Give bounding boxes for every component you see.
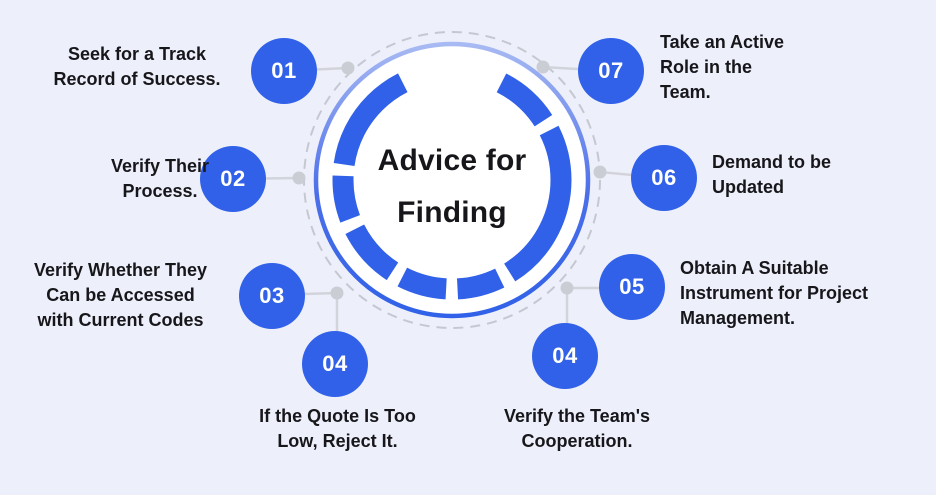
step-text-02: Verify Their Process. [110, 156, 210, 202]
step-text-04-left: If the Quote Is Too Low, Reject It. [259, 406, 416, 452]
step-text-06: Demand to be Updated [712, 152, 832, 198]
step-badge-03: 03 [239, 263, 305, 329]
inner-blue-ring [313, 41, 591, 319]
step-text-07: Take an Active Role in the Team. [660, 32, 785, 103]
connector-dot-05 [560, 281, 574, 295]
connector-dot-02 [292, 171, 306, 185]
step-badge-01: 01 [251, 38, 317, 104]
central-rings-graphic [303, 31, 601, 329]
step-badge-06: 06 [631, 145, 697, 211]
center-title: Advice for Finding [352, 132, 552, 242]
step-text-05: Obtain A Suitable Instrument for Project… [680, 258, 869, 329]
step-badge-07: 07 [578, 38, 644, 104]
step-badge-05: 05 [599, 254, 665, 320]
center-title-line1: Advice for [377, 144, 527, 178]
center-title-line2: Finding [397, 196, 507, 229]
step-text-04-right: Verify the Team's Cooperation. [503, 406, 650, 452]
step-text-03: Verify Whether They Can be Accessed with… [33, 260, 208, 331]
connector-dot-01 [341, 61, 355, 75]
connector-dot-06 [593, 165, 607, 179]
connector-dot-07 [536, 60, 550, 74]
step-badge-04-left: 04 [302, 331, 368, 397]
step-badge-04-right: 04 [532, 323, 598, 389]
step-text-01: Seek for a Track Record of Success. [53, 44, 221, 90]
connector-dot-03 [330, 286, 344, 300]
step-badge-02: 02 [200, 146, 266, 212]
